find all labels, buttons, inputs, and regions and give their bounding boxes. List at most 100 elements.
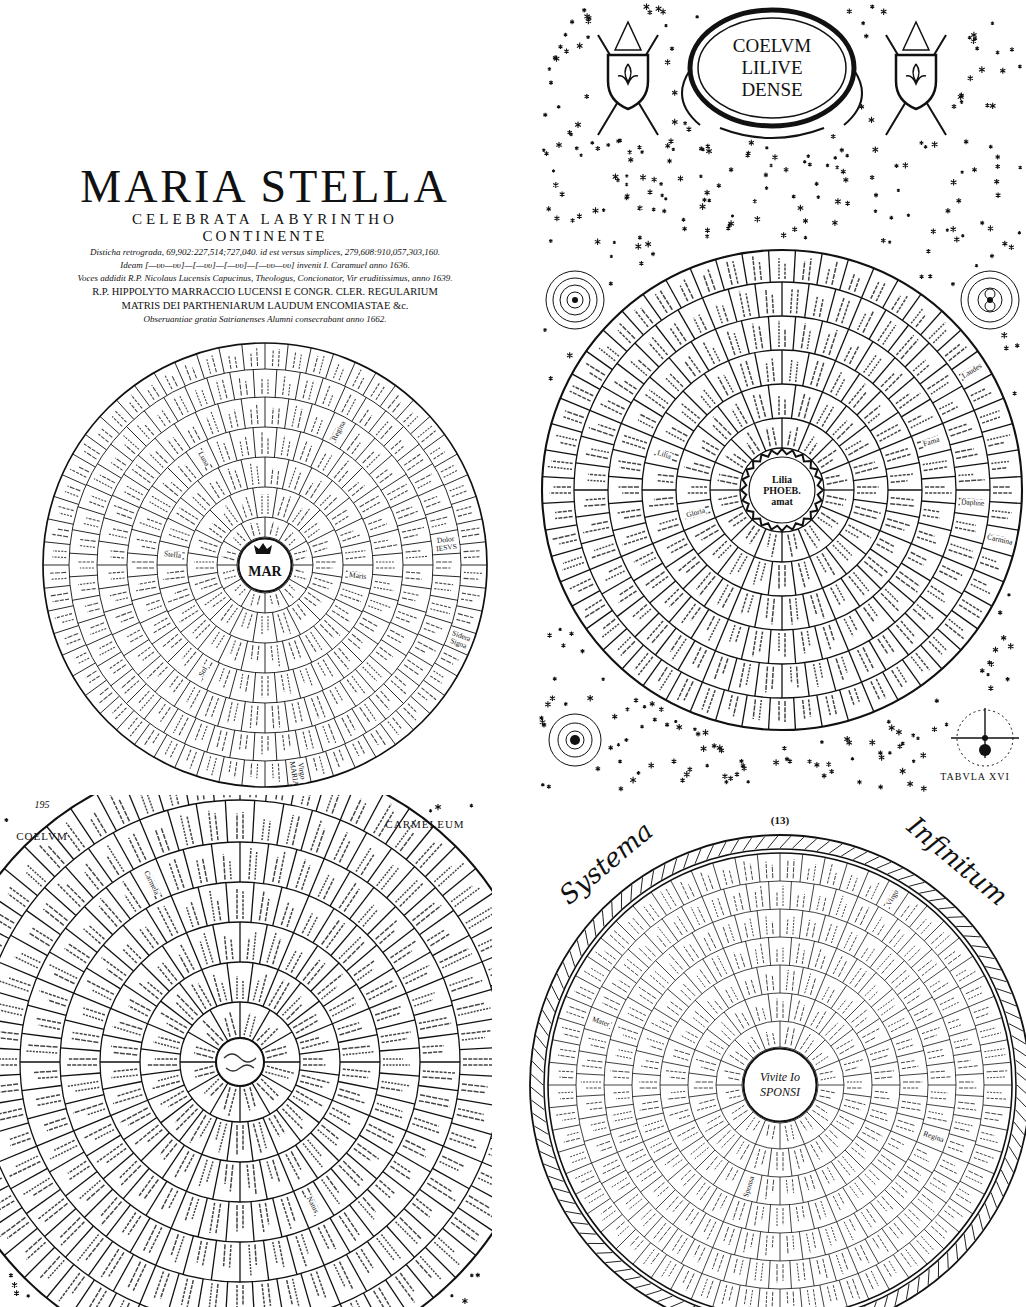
cell-divider xyxy=(457,1099,492,1106)
cell-divider xyxy=(135,724,150,745)
cell-divider xyxy=(340,1061,380,1062)
script-marks xyxy=(306,635,317,652)
script-marks xyxy=(183,648,192,658)
cell-divider xyxy=(841,374,860,402)
script-marks xyxy=(287,908,293,927)
script-marks xyxy=(253,1124,261,1153)
script-marks xyxy=(982,417,1000,423)
script-marks xyxy=(190,752,196,769)
cell-divider xyxy=(65,1020,104,1029)
script-marks xyxy=(137,425,149,439)
script-marks xyxy=(461,599,473,601)
script-marks xyxy=(939,402,953,409)
cell-divider xyxy=(263,844,268,884)
script-marks xyxy=(849,384,865,404)
script-marks xyxy=(223,854,225,879)
script-marks xyxy=(393,718,402,729)
script-marks xyxy=(303,732,307,750)
script-marks xyxy=(394,951,412,963)
script-marks xyxy=(945,624,963,639)
script-marks xyxy=(167,571,184,573)
cell-divider xyxy=(217,565,237,566)
script-marks xyxy=(377,1013,400,1020)
script-marks xyxy=(201,584,217,589)
cell-divider xyxy=(862,268,874,298)
script-marks xyxy=(741,593,747,613)
script-marks xyxy=(688,355,700,372)
cell-divider xyxy=(338,1035,377,1043)
script-marks xyxy=(717,585,728,605)
script-marks xyxy=(81,589,95,591)
script-marks xyxy=(796,362,798,382)
script-marks xyxy=(300,442,307,460)
cell-divider xyxy=(196,587,223,601)
cell-divider xyxy=(275,733,277,761)
script-marks xyxy=(925,492,952,494)
script-marks xyxy=(67,1064,97,1066)
script-marks xyxy=(633,604,647,616)
script-marks xyxy=(605,571,625,581)
script-marks xyxy=(354,1148,371,1160)
cell-divider xyxy=(841,578,860,606)
script-marks xyxy=(78,466,89,471)
script-marks xyxy=(276,526,279,535)
script-marks xyxy=(432,603,451,608)
cell-divider xyxy=(581,535,614,544)
cell-divider xyxy=(263,1240,268,1280)
script-marks xyxy=(621,641,635,655)
script-marks xyxy=(784,264,786,279)
cell-divider xyxy=(404,1209,435,1237)
script-marks xyxy=(334,1264,345,1287)
cell-divider xyxy=(982,424,1013,433)
script-marks xyxy=(339,471,348,482)
cell-divider xyxy=(821,506,849,517)
script-marks xyxy=(877,544,893,553)
script-marks xyxy=(339,1165,359,1185)
script-marks xyxy=(0,980,29,991)
script-marks xyxy=(759,262,761,280)
cell-divider xyxy=(113,1255,133,1292)
script-marks xyxy=(115,411,126,422)
script-marks xyxy=(190,1115,206,1143)
script-marks xyxy=(845,530,859,538)
script-marks xyxy=(693,647,701,664)
script-marks xyxy=(395,676,406,685)
cell-divider xyxy=(602,386,631,403)
script-marks xyxy=(144,1225,157,1251)
script-marks xyxy=(202,726,207,740)
script-marks xyxy=(586,454,608,458)
cell-divider xyxy=(277,1279,284,1307)
cell-divider xyxy=(278,933,293,970)
cell-divider xyxy=(135,385,150,406)
script-marks xyxy=(805,529,817,548)
script-marks xyxy=(339,368,344,380)
cell-divider xyxy=(162,946,184,979)
cell-divider xyxy=(73,454,96,467)
script-marks xyxy=(172,376,177,386)
cell-divider xyxy=(0,1099,23,1106)
cell-divider xyxy=(315,725,323,752)
script-marks xyxy=(404,413,413,422)
cell-divider xyxy=(853,476,887,480)
script-marks xyxy=(638,360,650,371)
cell-divider xyxy=(85,435,106,450)
cell-divider xyxy=(805,663,809,697)
script-marks xyxy=(883,325,896,344)
script-marks xyxy=(246,497,252,515)
script-marks xyxy=(348,483,359,492)
script-marks xyxy=(390,490,408,500)
script-marks xyxy=(376,561,394,562)
cell-divider xyxy=(669,596,691,622)
cell-divider xyxy=(265,397,266,427)
cell-divider xyxy=(207,378,215,405)
script-marks xyxy=(403,535,417,538)
script-marks xyxy=(340,595,360,602)
script-marks xyxy=(618,637,631,650)
script-marks xyxy=(376,470,387,478)
script-marks xyxy=(170,529,189,536)
cell-divider xyxy=(704,578,723,606)
script-marks xyxy=(434,452,445,459)
cell-divider xyxy=(265,703,266,733)
script-marks xyxy=(316,561,337,562)
script-marks xyxy=(646,572,665,586)
